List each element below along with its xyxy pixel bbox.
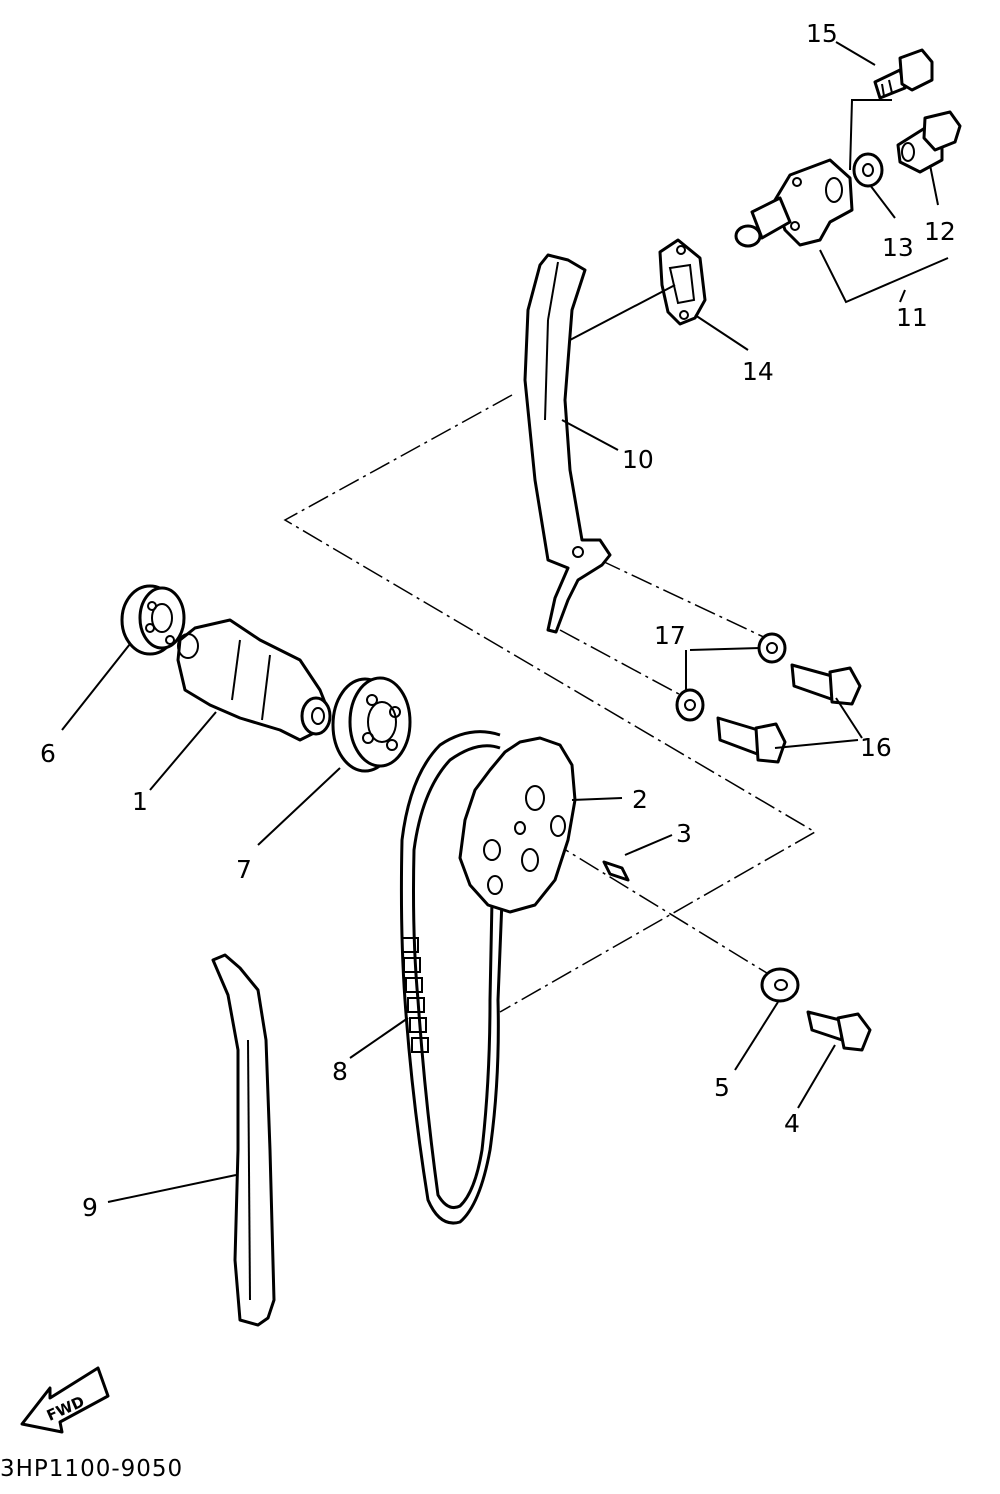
part-14-gasket <box>658 238 707 326</box>
part-4-bolt <box>806 1010 872 1052</box>
part-9-guide <box>211 953 276 1327</box>
label-4: 4 <box>784 1109 800 1138</box>
label-6: 6 <box>40 739 56 768</box>
label-12: 12 <box>924 217 956 246</box>
label-2: 2 <box>632 785 648 814</box>
label-10: 10 <box>622 445 654 474</box>
part-10-guide <box>523 253 612 634</box>
label-16: 16 <box>860 733 892 762</box>
part-16-bolts <box>716 663 862 764</box>
label-11: 11 <box>896 303 928 332</box>
part-12-bolt <box>896 110 962 174</box>
part-17-washers <box>675 632 787 722</box>
leader-lines <box>61 41 949 1203</box>
part-7-bearing <box>331 676 412 773</box>
drawing-code: 3HP1100-9050 <box>0 1456 183 1482</box>
part-5-washer <box>760 967 800 1003</box>
part-11-tensioner <box>734 158 854 248</box>
part-13-washer <box>852 152 884 188</box>
label-7: 7 <box>236 855 252 884</box>
part-8-cam-chain <box>399 730 504 1225</box>
label-3: 3 <box>676 819 692 848</box>
label-17: 17 <box>654 621 686 650</box>
part-15-bolt <box>873 48 934 100</box>
label-14: 14 <box>742 357 774 386</box>
part-3-pin <box>602 860 630 882</box>
fwd-arrow-icon: FWD <box>20 1366 110 1434</box>
label-1: 1 <box>132 787 148 816</box>
label-8: 8 <box>332 1057 348 1086</box>
label-13: 13 <box>882 233 914 262</box>
part-1-camshaft <box>176 618 332 742</box>
part-2-sprocket <box>458 736 577 914</box>
part-6-bearing <box>120 584 186 656</box>
label-9: 9 <box>82 1193 98 1222</box>
label-5: 5 <box>714 1073 730 1102</box>
part-number-labels: 15 12 13 11 14 10 17 16 6 1 2 3 7 8 5 4 … <box>40 19 956 1222</box>
label-15: 15 <box>806 19 838 48</box>
